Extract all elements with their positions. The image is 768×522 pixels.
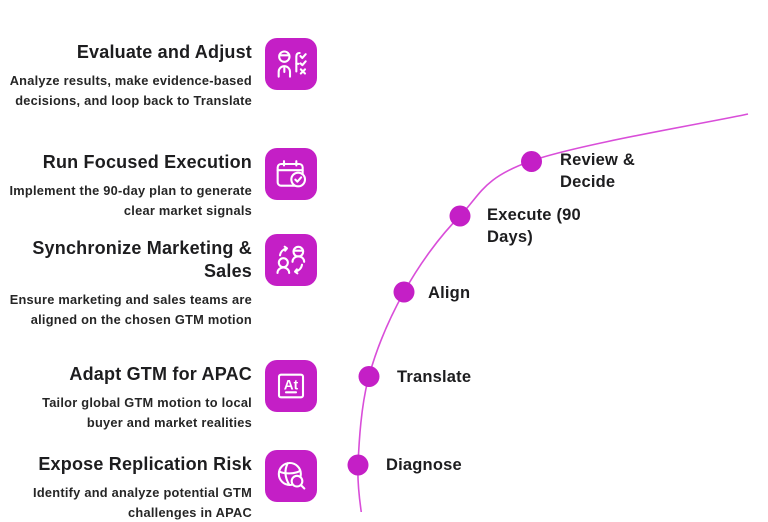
svg-text:At: At <box>284 378 299 393</box>
milestone-dot-execute <box>449 205 471 227</box>
step-description: Identify and analyze potential GTM chall… <box>33 485 252 520</box>
step-description: Tailor global GTM motion to local buyer … <box>42 395 252 430</box>
milestone-dot-review <box>521 151 542 172</box>
milestone-label-diagnose: Diagnose <box>386 456 462 474</box>
calendar-check-icon <box>265 148 317 200</box>
step-title: Expose Replication Risk <box>38 454 252 474</box>
step-title: Synchronize Marketing & Sales <box>32 238 252 281</box>
step-description: Analyze results, make evidence-based dec… <box>9 73 252 108</box>
step-title: Adapt GTM for APAC <box>69 364 252 384</box>
people-sync-icon <box>265 234 317 286</box>
step-title: Evaluate and Adjust <box>76 42 252 62</box>
milestone-label-align: Align <box>428 284 471 302</box>
step-row-adapt-gtm: Adapt GTM for APAC Tailor global GTM mot… <box>6 360 317 432</box>
step-row-sync-marketing-sales: Synchronize Marketing & Sales Ensure mar… <box>6 234 317 329</box>
step-title: Run Focused Execution <box>42 152 252 172</box>
milestone-label-execute: Execute (90 Days) <box>487 206 581 246</box>
step-row-expose-risk: Expose Replication Risk Identify and ana… <box>6 450 317 522</box>
step-row-evaluate-adjust: Evaluate and Adjust Analyze results, mak… <box>6 38 317 110</box>
milestone-dot-translate <box>358 366 380 387</box>
milestone-dot-diagnose <box>347 454 369 476</box>
globe-search-icon <box>265 450 317 502</box>
person-checklist-icon <box>265 38 317 90</box>
timeline-curve <box>357 113 749 512</box>
milestone-label-translate: Translate <box>397 368 472 386</box>
milestone-label-review: Review & Decide <box>560 151 635 191</box>
step-row-run-execution: Run Focused Execution Implement the 90-d… <box>6 148 317 220</box>
step-description: Ensure marketing and sales teams are ali… <box>9 292 252 327</box>
translate-icon: At <box>265 360 317 412</box>
milestone-dot-align <box>393 281 415 303</box>
step-description: Implement the 90-day plan to generate cl… <box>9 183 252 218</box>
